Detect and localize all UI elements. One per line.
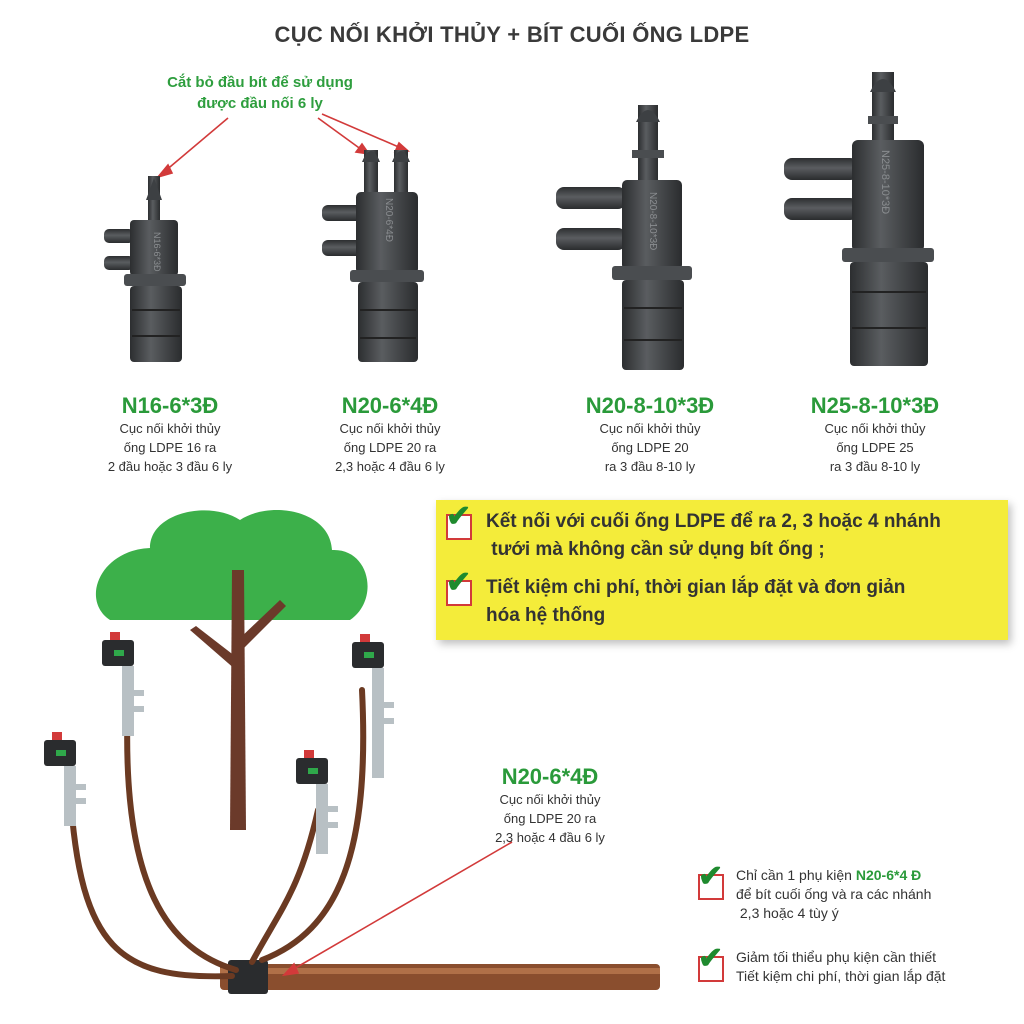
note-prefix: Giảm tối thiểu phụ kiện cần thiết — [736, 949, 937, 965]
checkbox: ✔ — [446, 568, 472, 606]
checkbox: ✔ — [698, 862, 724, 900]
product-desc-line: ống LDPE 25 — [836, 440, 914, 455]
marking-n20-8-10: N20-8-10*3Đ — [647, 192, 658, 250]
product-desc-line: ống LDPE 16 ra — [123, 440, 217, 455]
check-icon: ✔ — [446, 566, 472, 599]
marking-n20-6: N20-6*4Đ — [383, 198, 394, 242]
connector-icon-n16: N16-6*3Đ — [104, 176, 186, 362]
note-line: 2,3 hoặc 4 tùy ý — [736, 905, 839, 921]
check-icon: ✔ — [446, 500, 472, 533]
note-prefix: Chỉ cần 1 phụ kiện — [736, 867, 856, 883]
product-desc-line: Cục nối khởi thủy — [824, 421, 926, 436]
callout-label: N20-6*4Đ Cục nối khởi thủy ống LDPE 20 r… — [470, 764, 630, 847]
cut-note: Cắt bỏ đầu bít để sử dụng được đầu nối 6… — [150, 72, 370, 114]
product-desc-line: ra 3 đầu 8-10 ly — [604, 459, 696, 474]
product-n25-8-10: N25-8-10*3Đ Cục nối khởi thủy ống LDPE 2… — [760, 393, 990, 476]
irrigation-illustration — [44, 510, 660, 994]
note-line: Tiết kiệm chi phí, thời gian lắp đặt — [736, 968, 946, 984]
product-code: N20-8-10*3Đ — [585, 393, 715, 418]
cut-note-line-1: Cắt bỏ đầu bít để sử dụng — [167, 74, 353, 91]
callout-desc-line: 2,3 hoặc 4 đầu 6 ly — [495, 830, 605, 845]
product-n16: N16-6*3Đ Cục nối khởi thủy ống LDPE 16 r… — [60, 393, 280, 476]
check-icon: ✔ — [698, 942, 724, 975]
main-pipe — [220, 964, 660, 990]
product-desc-line: ra 3 đầu 8-10 ly — [829, 459, 921, 474]
sprinkler-icon — [44, 632, 394, 854]
pointer-arrows — [155, 113, 410, 179]
note-item: ✔ Chỉ cần 1 phụ kiện N20-6*4 Đ để bít cu… — [698, 862, 932, 923]
product-images: N16-6*3Đ N20-6*4Đ N20-8-10*3Đ — [104, 72, 934, 370]
product-code: N20-6*4Đ — [341, 393, 439, 418]
product-desc-line: ống LDPE 20 ra — [343, 440, 437, 455]
page-title: CỤC NỐI KHỞI THỦY + BÍT CUỐI ỐNG LDPE — [274, 22, 750, 47]
benefit-item: ✔ Tiết kiệm chi phí, thời gian lắp đặt v… — [446, 568, 906, 630]
note-highlight: N20-6*4 Đ — [855, 867, 922, 883]
branch-pipes — [67, 687, 367, 980]
benefit-item: ✔ Kết nối với cuối ống LDPE để ra 2, 3 h… — [446, 502, 941, 564]
tree-icon — [95, 510, 368, 830]
note-line: để bít cuối ống và ra các nhánh — [736, 886, 932, 902]
product-desc-line: 2 đầu hoặc 3 đầu 6 ly — [107, 459, 233, 474]
callout-desc-line: ống LDPE 20 ra — [503, 811, 597, 826]
checkbox: ✔ — [698, 944, 724, 982]
marking-n16: N16-6*3Đ — [152, 232, 162, 272]
product-n20-6: N20-6*4Đ Cục nối khởi thủy ống LDPE 20 r… — [280, 393, 500, 476]
connector-icon-n25-8-10: N25-8-10*3Đ — [784, 72, 934, 366]
benefit-line: Kết nối với cuối ống LDPE để ra 2, 3 hoặ… — [486, 511, 941, 532]
benefit-line: tưới mà không cần sử dụng bít ống ; — [486, 539, 825, 560]
benefit-line: Tiết kiệm chi phí, thời gian lắp đặt và … — [486, 577, 906, 598]
cut-note-line-2: được đầu nối 6 ly — [197, 95, 323, 112]
callout-desc-line: Cục nối khởi thủy — [499, 792, 601, 807]
connector-icon-n20-6: N20-6*4Đ — [322, 150, 424, 362]
product-desc-line: ống LDPE 20 — [611, 440, 689, 455]
product-n20-8-10: N20-8-10*3Đ Cục nối khởi thủy ống LDPE 2… — [540, 393, 760, 476]
benefit-line: hóa hệ thống — [486, 605, 606, 626]
product-desc-line: Cục nối khởi thủy — [339, 421, 441, 436]
benefits-box: ✔ Kết nối với cuối ống LDPE để ra 2, 3 h… — [436, 500, 1008, 640]
connector-icon-n20-8-10: N20-8-10*3Đ — [556, 105, 692, 370]
product-desc-line: Cục nối khởi thủy — [119, 421, 221, 436]
marking-n25-8-10: N25-8-10*3Đ — [879, 150, 891, 214]
callout-arrow — [281, 841, 513, 977]
checkbox: ✔ — [446, 502, 472, 540]
product-desc-line: 2,3 hoặc 4 đầu 6 ly — [335, 459, 445, 474]
product-code: N25-8-10*3Đ — [810, 393, 940, 418]
callout-code: N20-6*4Đ — [501, 764, 599, 789]
product-desc-line: Cục nối khởi thủy — [599, 421, 701, 436]
product-code: N16-6*3Đ — [121, 393, 219, 418]
note-item: ✔ Giảm tối thiểu phụ kiện cần thiết Tiết… — [698, 944, 946, 986]
check-icon: ✔ — [698, 860, 724, 893]
